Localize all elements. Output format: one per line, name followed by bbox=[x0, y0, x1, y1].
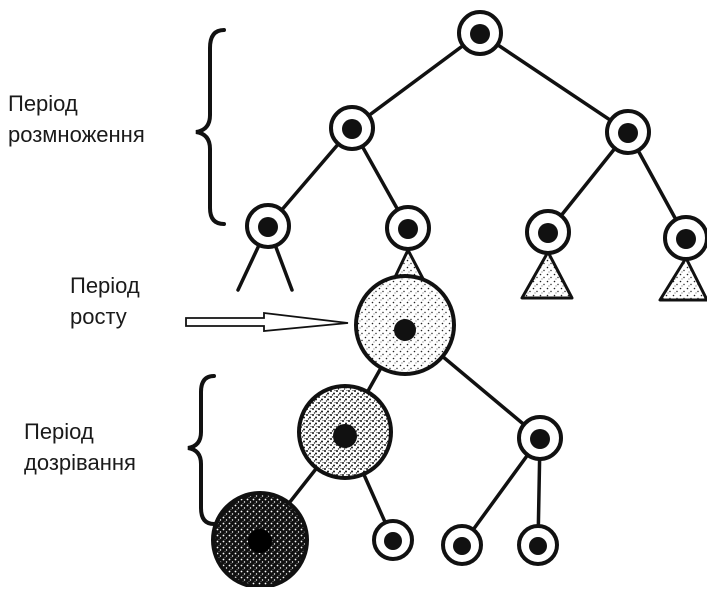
oogonium-cell bbox=[605, 109, 651, 155]
oogonium-cell bbox=[457, 10, 503, 56]
secondary-oocyte-cell bbox=[297, 384, 393, 480]
polar-body-cell bbox=[517, 524, 559, 566]
polar-body-cell bbox=[517, 415, 563, 461]
oogonium-cell bbox=[329, 105, 375, 151]
label-line: Період bbox=[24, 419, 94, 444]
label-growth-period: Період росту bbox=[70, 270, 140, 332]
curly-brace-icon bbox=[195, 28, 226, 226]
label-line: дозрівання bbox=[24, 450, 136, 475]
label-line: Період bbox=[8, 91, 78, 116]
polar-body-cell bbox=[372, 519, 414, 561]
oogonium-cell bbox=[245, 203, 291, 249]
growth-cone bbox=[658, 256, 707, 302]
label-line: Період bbox=[70, 273, 140, 298]
polar-body-cell bbox=[441, 524, 483, 566]
label-line: розмноження bbox=[8, 122, 145, 147]
lineage-line bbox=[350, 31, 482, 130]
lineage-line bbox=[478, 31, 630, 134]
label-maturation-period: Період дозрівання bbox=[24, 416, 136, 478]
growth-cone bbox=[520, 250, 574, 300]
lineage-lines bbox=[236, 31, 688, 547]
oogonium-cell bbox=[385, 205, 431, 251]
primary-oocyte-cell bbox=[354, 274, 456, 376]
cells bbox=[211, 10, 707, 589]
curly-brace-icon bbox=[187, 374, 216, 526]
egg-cell bbox=[211, 491, 309, 589]
label-line: росту bbox=[70, 304, 127, 329]
oogonium-cell bbox=[525, 209, 571, 255]
arrow-right-icon bbox=[185, 311, 349, 332]
label-reproduction-period: Період розмноження bbox=[8, 88, 145, 150]
oogonium-cell bbox=[663, 215, 707, 261]
